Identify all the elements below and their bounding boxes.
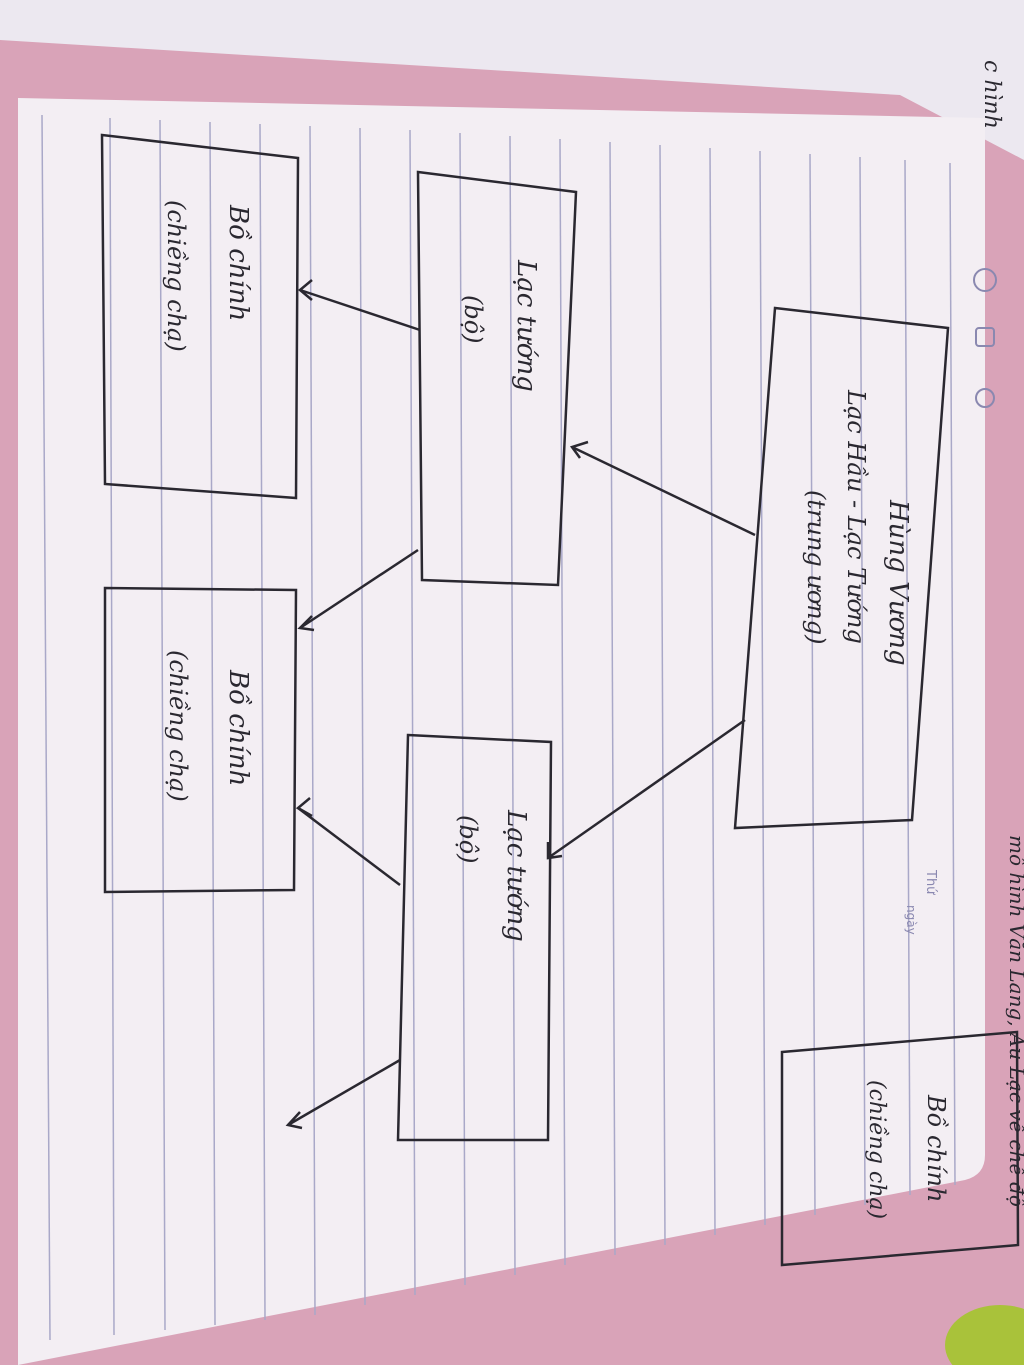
green-object [945,1305,1024,1365]
bo-chinh-3-line1: Bồ chính [922,1094,950,1202]
arrow-head-right [546,842,563,860]
root-line2: Lạc Hầu - Lạc Tướng [842,389,870,644]
bo-chinh-3-box [780,1030,1020,1267]
lac-tuong-left-box [416,170,578,587]
connector-right-bo2 [297,807,401,886]
connector-root-left [571,445,756,537]
bo-chinh-1-box [100,133,300,500]
lac-tuong-left-line2: (bộ) [459,295,487,344]
notebook-page [18,98,985,1365]
lac-tuong-right-line1: Lạc tướng [501,809,531,942]
thu-label: Thứ [923,869,938,895]
lac-tuong-right-box [396,733,553,1142]
arrow-head-left [569,440,589,459]
bo-chinh-1-line2: (chiềng chạ) [162,200,190,352]
root-line3: (trung ương) [802,490,830,644]
book-icon [975,327,995,347]
lac-tuong-left-line1: Lạc tướng [511,259,541,392]
bo-chinh-2-box [103,586,298,894]
diagram [100,133,1020,1267]
bo-chinh-2-line1: Bồ chính [223,669,253,786]
bulb-icon [975,388,995,408]
connector-left-bo2 [299,548,419,630]
connector-left-bo1 [299,288,421,332]
page-title: mô hình Văn Lang, Âu Lạc về chế độ [1005,835,1024,1207]
previous-page [0,0,1024,160]
connector-root-right [547,718,746,860]
bo-chinh-2-line2: (chiềng chạ) [164,650,192,802]
search-icon [973,268,997,292]
root-line1: Hùng Vương [883,499,913,666]
arrow-head-bo3 [285,1111,303,1130]
header-icons [973,268,997,408]
bo-chinh-1-line1: Bồ chính [223,204,253,321]
arrow-head-bo2 [297,615,315,632]
arrow-head-bo1 [298,279,313,301]
root-box [733,306,950,830]
lac-tuong-right-line2: (bộ) [454,815,482,864]
arrow-head-bo2b [295,797,313,818]
ruled-lines [41,114,956,1341]
bo-chinh-3-line2: (chiềng chạ) [864,1080,890,1219]
connector-right-bo3 [287,1058,401,1127]
corner-text: c hình [979,60,1004,129]
ngay-label: ngày [904,905,918,935]
